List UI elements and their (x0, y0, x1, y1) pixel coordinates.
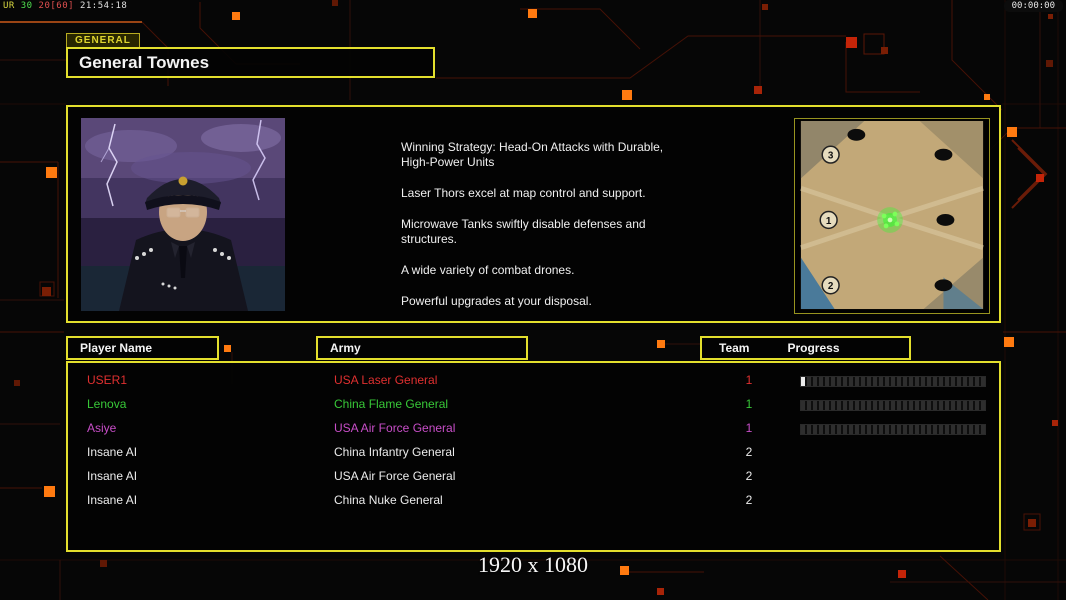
header-progress-label: Progress (787, 341, 840, 355)
player-name: Asiye (87, 421, 117, 435)
mission-timer: 00:00:00 (1003, 0, 1063, 12)
player-army: China Infantry General (334, 445, 455, 459)
general-name-box: General Townes (66, 47, 435, 78)
strategy-line (401, 170, 746, 186)
strategy-line (401, 278, 746, 294)
strategy-line: structures. (401, 232, 458, 246)
strategy-line: Laser Thors excel at map control and sup… (401, 186, 646, 200)
player-army: USA Air Force General (334, 469, 456, 483)
debug-part: UR (3, 1, 15, 11)
strategy-line (401, 201, 746, 217)
player-army: China Flame General (334, 397, 449, 411)
general-info-panel: Winning Strategy: Head-On Attacks with D… (66, 105, 1001, 323)
player-name: USER1 (87, 373, 128, 387)
player-army: USA Laser General (334, 373, 438, 387)
player-team: 1 (745, 397, 753, 411)
general-name: General Townes (79, 52, 210, 72)
header-team-label: Team (719, 341, 750, 355)
strategy-line: Powerful upgrades at your disposal. (401, 294, 592, 308)
debug-readout: UR 30 20[60] 21:54:18 (3, 1, 127, 11)
player-team: 2 (745, 445, 753, 459)
strategy-line: A wide variety of combat drones. (401, 263, 575, 277)
map-resolution-text: 1920 x 1080 (478, 552, 588, 577)
debug-part: 30 (14, 1, 33, 11)
player-row: Lenova China Flame General 1 (68, 393, 999, 417)
header-army-label: Army (330, 341, 361, 355)
player-row: USER1 USA Laser General 1 (68, 369, 999, 393)
strategy-line: Winning Strategy: Head-On Attacks with D… (401, 140, 664, 154)
debug-part: 21:54:18 (74, 1, 128, 11)
load-progress-bar (800, 400, 986, 411)
strategy-line: Microwave Tanks swiftly disable defenses… (401, 217, 646, 231)
minimap: 3 1 2 (794, 118, 990, 314)
strategy-line (401, 247, 746, 263)
minimap-marker-2: 2 (828, 281, 834, 292)
header-army: Army (316, 336, 528, 360)
player-army: USA Air Force General (334, 421, 456, 435)
general-tab-label: GENERAL (66, 33, 140, 48)
debug-part: 20[60] (32, 1, 75, 11)
player-army: China Nuke General (334, 493, 443, 507)
load-progress-fill (801, 377, 805, 386)
header-team-progress: Team Progress (700, 336, 911, 360)
minimap-glow (877, 207, 903, 233)
strategy-line: High-Power Units (401, 155, 495, 169)
player-row: Insane AI China Infantry General 2 (68, 441, 999, 465)
load-progress-bar (800, 424, 986, 435)
player-team: 1 (745, 421, 753, 435)
minimap-marker-1: 1 (826, 216, 832, 227)
minimap-marker-3: 3 (828, 151, 834, 162)
player-team: 2 (745, 469, 753, 483)
player-name: Lenova (87, 397, 127, 411)
player-name: Insane AI (87, 469, 138, 483)
load-progress-bar (800, 376, 986, 387)
header-player-name-label: Player Name (80, 341, 153, 355)
header-player-name: Player Name (66, 336, 219, 360)
player-row: Insane AI China Nuke General 2 (68, 489, 999, 513)
player-name: Insane AI (87, 445, 138, 459)
circuit-squares (14, 0, 1058, 595)
general-portrait (81, 118, 285, 311)
player-name: Insane AI (87, 493, 138, 507)
player-team: 1 (745, 373, 753, 387)
player-row: Insane AI USA Air Force General 2 (68, 465, 999, 489)
player-team: 2 (745, 493, 753, 507)
strategy-text: Winning Strategy: Head-On Attacks with D… (401, 140, 746, 309)
player-row: Asiye USA Air Force General 1 (68, 417, 999, 441)
